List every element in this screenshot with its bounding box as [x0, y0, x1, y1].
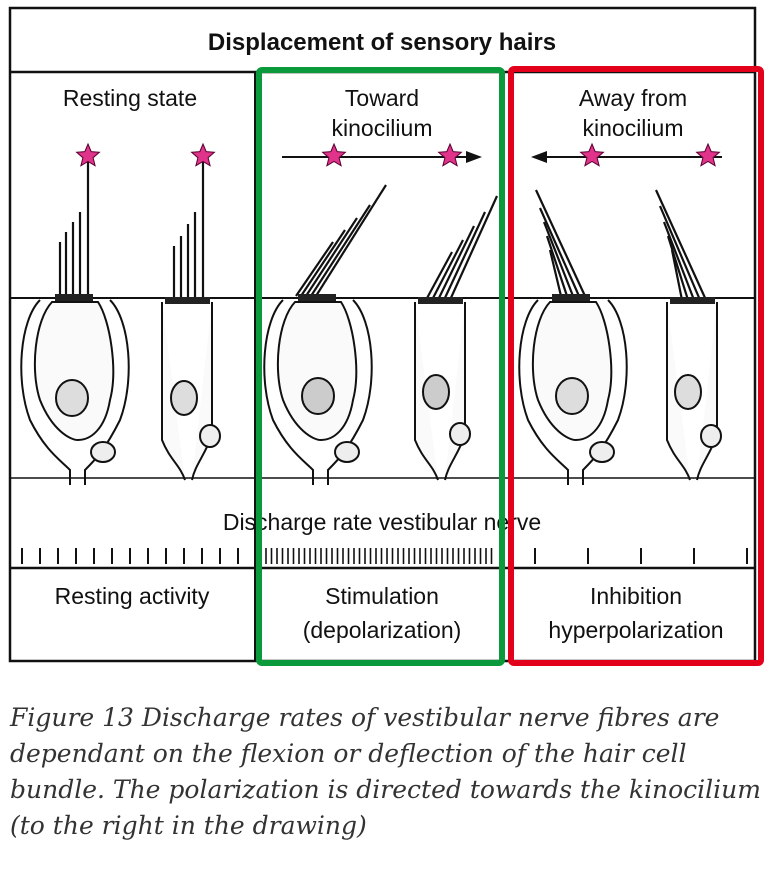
result-inhibition-line2: hyperpolarization: [548, 617, 723, 643]
panel-title-away-line1: Away from: [579, 85, 687, 111]
star-icon: [190, 142, 216, 167]
spike-train-resting: [21, 548, 239, 564]
figure-header: Displacement of sensory hairs: [208, 29, 556, 56]
result-stimulation-line2: (depolarization): [303, 617, 462, 643]
star-icon: [579, 142, 605, 167]
result-resting: Resting activity: [55, 583, 210, 609]
highlight-box-away: [508, 66, 764, 666]
star-icon: [321, 142, 347, 167]
hair-cell-diagram: Displacement of sensory hairs Resting st…: [8, 6, 764, 666]
type1-hair-cell-toward: [263, 184, 387, 485]
discharge-rate-label: Discharge rate vestibular nerve: [223, 509, 541, 535]
type2-hair-cell-away: [654, 189, 722, 481]
panel-title-away-line2: kinocilium: [583, 115, 684, 141]
star-icon: [695, 142, 721, 167]
panel-title-toward-line1: Toward: [345, 85, 419, 111]
arrow-right-icon: [282, 151, 482, 163]
star-icon: [75, 142, 101, 167]
type2-hair-cell-resting: [161, 162, 221, 481]
spike-train-inhibition: [534, 548, 748, 564]
type1-hair-cell-away: [518, 189, 628, 485]
figure-caption: Figure 13 Discharge rates of vestibular …: [10, 703, 761, 840]
result-stimulation-line1: Stimulation: [325, 583, 439, 609]
highlight-box-toward: [256, 67, 505, 666]
type2-hair-cell-toward: [414, 195, 499, 481]
arrow-left-icon: [531, 151, 722, 163]
panel-title-resting: Resting state: [63, 85, 197, 111]
result-inhibition-line1: Inhibition: [590, 583, 682, 609]
panel-title-toward-line2: kinocilium: [332, 115, 433, 141]
spike-train-stimulation: [265, 548, 493, 564]
star-markers: [75, 142, 721, 167]
star-icon: [437, 142, 463, 167]
type1-hair-cell-resting: [20, 160, 130, 485]
